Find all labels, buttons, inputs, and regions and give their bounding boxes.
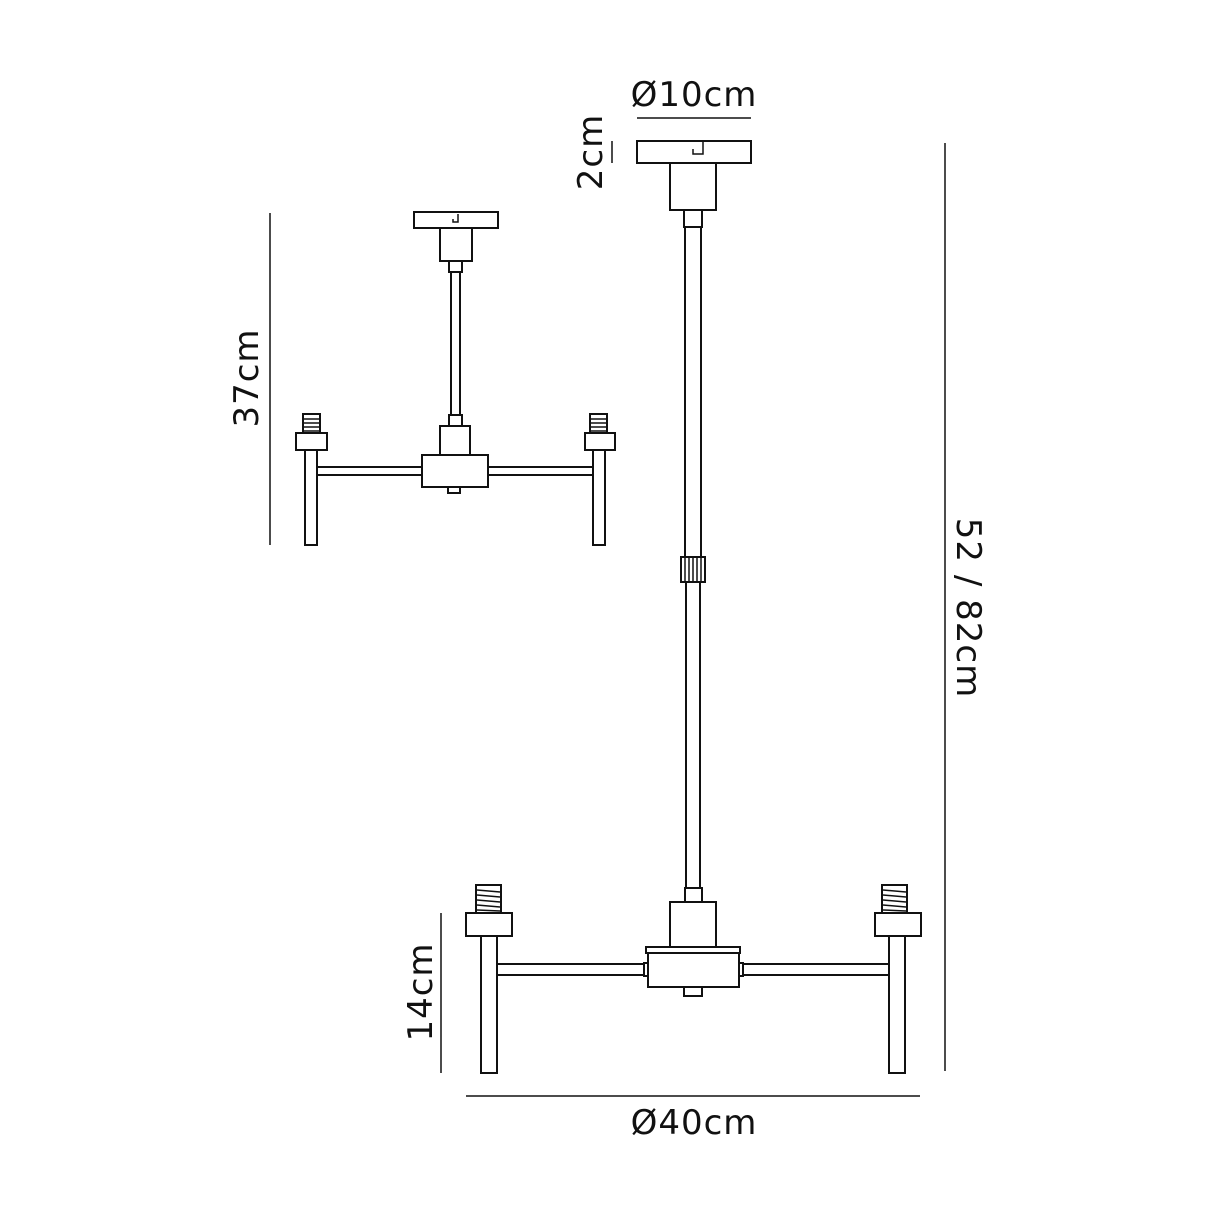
upper-rod	[684, 226, 702, 558]
hook-slot	[692, 142, 704, 155]
hub-block	[439, 425, 471, 456]
arm-left	[496, 963, 648, 976]
thread-right	[881, 884, 908, 914]
neck	[683, 209, 703, 228]
neck	[448, 414, 463, 427]
lamp-cup-right	[584, 432, 616, 451]
lamp-cup-left	[295, 432, 328, 451]
extended-pendant: Ø10cm 2cm 52 / 82cm 14cm Ø40cm	[401, 75, 988, 1143]
thread-left	[475, 884, 502, 914]
arm-right	[486, 466, 594, 476]
canopy	[439, 227, 473, 262]
light-stem-right	[888, 935, 906, 1074]
lamp-cup-right	[874, 912, 922, 937]
hub-nub	[683, 986, 703, 997]
light-stem-left	[480, 935, 498, 1074]
hub-body	[647, 952, 740, 988]
hub-block	[669, 901, 717, 948]
arm-right	[738, 963, 891, 976]
label-arm-height: 14cm	[401, 942, 441, 1041]
hub-body	[421, 454, 489, 488]
lamp-cup-left	[465, 912, 513, 937]
hook-slot	[452, 214, 459, 223]
rod	[450, 271, 461, 416]
neck	[684, 887, 703, 903]
label-overall-diameter: Ø40cm	[631, 1103, 758, 1143]
label-canopy-height: 2cm	[571, 114, 611, 190]
light-stem-right	[592, 449, 606, 546]
light-stem-left	[304, 449, 318, 546]
label-overall-height: 52 / 82cm	[948, 518, 988, 698]
retracted-pendant: 37cm	[227, 211, 616, 546]
canopy	[669, 162, 717, 211]
ceiling-plate	[636, 140, 752, 164]
lower-rod	[685, 581, 701, 889]
neck	[448, 260, 463, 273]
label-min-height: 37cm	[227, 328, 267, 427]
label-canopy-diameter: Ø10cm	[631, 75, 758, 115]
ceiling-plate	[413, 211, 499, 229]
arm-left	[316, 466, 424, 476]
